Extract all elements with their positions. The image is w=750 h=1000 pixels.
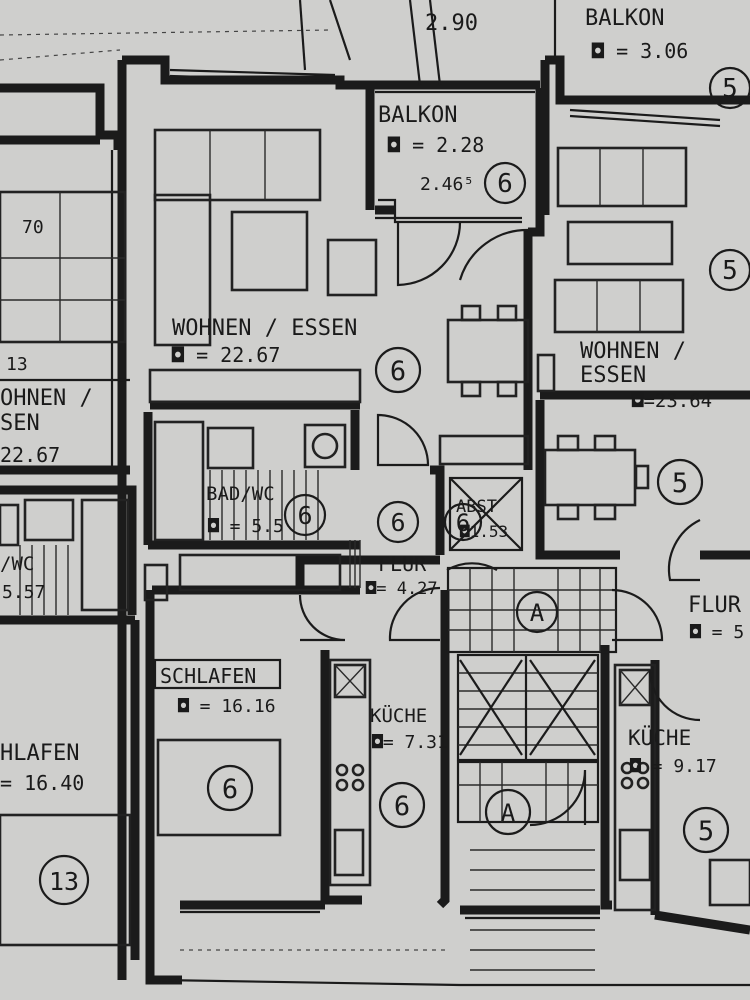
unit-marker-kuche: 6 [378, 781, 426, 829]
room-name-bad: BAD/WC [206, 483, 275, 505]
dimension-left: 70 [22, 217, 44, 238]
unit-marker-right-living: 5 [708, 248, 750, 292]
svg-text:A: A [501, 799, 516, 827]
unit-marker-dining-right: 5 [656, 458, 704, 506]
bath-left-tiles [19, 545, 69, 615]
sofa-right-2 [553, 278, 685, 334]
room-area-balkon-center: ◘ = 2.28 [387, 133, 484, 157]
svg-text:6: 6 [394, 791, 410, 822]
room-name-kuche-right: KÜCHE [628, 725, 691, 750]
unit-marker-wohnen-center: 6 [374, 346, 422, 394]
window-lines [0, 0, 721, 951]
svg-text:13: 13 [49, 867, 79, 896]
room-name-flur-right: FLUR [688, 593, 742, 618]
stair-marker-upper: A [515, 590, 559, 634]
svg-text:6: 6 [456, 509, 470, 537]
bathtub [153, 420, 205, 542]
svg-text:6: 6 [297, 501, 312, 530]
coffee-table-right [566, 220, 674, 266]
room-area-wohnen-left: 22.67 [0, 443, 60, 467]
room-name-wohnen-left: OHNEN / [0, 386, 93, 411]
dimension-left-2: 13 [6, 354, 28, 375]
sideboard [148, 368, 362, 404]
unit-marker-balkon-right: 5 [708, 66, 750, 110]
bathtub-left [80, 498, 130, 612]
unit-marker-kuche-right: 5 [682, 806, 730, 854]
svg-text:5: 5 [672, 468, 688, 499]
unit-marker-bad: 6 [283, 493, 327, 537]
sofa-right [556, 146, 688, 208]
furniture [0, 128, 750, 947]
svg-text:5: 5 [722, 74, 738, 104]
room-name-balkon-center: BALKON [378, 103, 457, 128]
room-name-balkon-right: BALKON [585, 6, 664, 31]
unit-marker-abst: 6 [443, 502, 483, 542]
room-name-wohnen-right: WOHNEN / [580, 339, 686, 364]
coffee-table [230, 210, 309, 292]
armchair [326, 238, 378, 297]
kitchen-counter-right [613, 663, 657, 912]
wardrobe [178, 553, 342, 592]
svg-text:6: 6 [222, 774, 238, 805]
stair-marker-lower: A [484, 788, 532, 836]
kitchen-counter [328, 658, 372, 887]
labels: 2.90 2.46⁵ 70 13 BALKON ◘ = 3.06 BALKON … [0, 6, 744, 795]
room-area-wc-left: 5.57 [2, 582, 45, 603]
svg-text:A: A [530, 599, 545, 627]
svg-text:5: 5 [722, 256, 738, 286]
unit-marker-neighbor: 13 [38, 854, 90, 906]
room-name-abst: ABST [456, 497, 497, 517]
room-name2-wohnen-right: ESSEN [580, 363, 646, 388]
room-name-schlafen-left: HLAFEN [0, 741, 79, 766]
svg-text:6: 6 [497, 169, 513, 199]
bed-left [0, 813, 132, 947]
unit-markers: 5 6 5 6 5 6 6 6 [38, 66, 750, 906]
sofa [153, 128, 322, 202]
room-area-kuche-center: ◘= 7.31 [371, 732, 448, 753]
unit-marker-balkon-center: 6 [483, 161, 527, 205]
room-name-wc-left: /WC [0, 553, 34, 575]
room-area-wohnen-right: ◘=23.64 [631, 390, 712, 412]
svg-text:5: 5 [698, 816, 714, 847]
shelf [438, 434, 530, 466]
sofa-side [153, 193, 212, 347]
room-area-wohnen-center: ◘ = 22.67 [171, 343, 280, 367]
unit-marker-flur: 6 [376, 500, 420, 544]
bed [156, 738, 282, 837]
room-area-abst: ◘1.53 [459, 522, 508, 541]
dining-table [446, 318, 530, 384]
dimension-top: 2.90 [425, 11, 478, 36]
door-swings [298, 221, 701, 827]
room-name-kuche-center: KÜCHE [370, 704, 427, 727]
stairwell [349, 476, 618, 971]
svg-text:6: 6 [390, 356, 406, 387]
shaft-2 [143, 563, 169, 602]
svg-text:6: 6 [390, 508, 405, 537]
washbasin-left [23, 498, 75, 542]
room-area-schlafen-left: = 16.40 [0, 771, 84, 795]
room-name-flur-center: FLUR [378, 552, 427, 576]
room-area-flur-center: ◘= 4.27 [365, 579, 438, 599]
room-area-kuche-right: ◘ = 9.17 [629, 756, 717, 777]
room-name-schlafen-center: SCHLAFEN [160, 664, 256, 688]
sofa-left [0, 190, 127, 344]
room-name2-wohnen-left: SEN [0, 411, 40, 436]
bath-tiles [209, 470, 319, 540]
washbasin [206, 426, 255, 470]
room-area-bad: ◘ = 5.5 [207, 516, 284, 537]
dimension-balcony: 2.46⁵ [420, 174, 474, 195]
room-area-balkon-right: ◘ = 3.06 [591, 39, 688, 63]
room-name-wohnen-center: WOHNEN / ESSEN [172, 316, 357, 341]
label-box-schlafen [153, 658, 282, 690]
shaft [536, 353, 556, 393]
toilet [303, 423, 347, 469]
unit-marker-schlafen: 6 [206, 764, 254, 812]
room-area-flur-right: ◘ = 5 [689, 622, 744, 643]
room-area-schlafen-center: ◘ = 16.16 [177, 696, 276, 717]
